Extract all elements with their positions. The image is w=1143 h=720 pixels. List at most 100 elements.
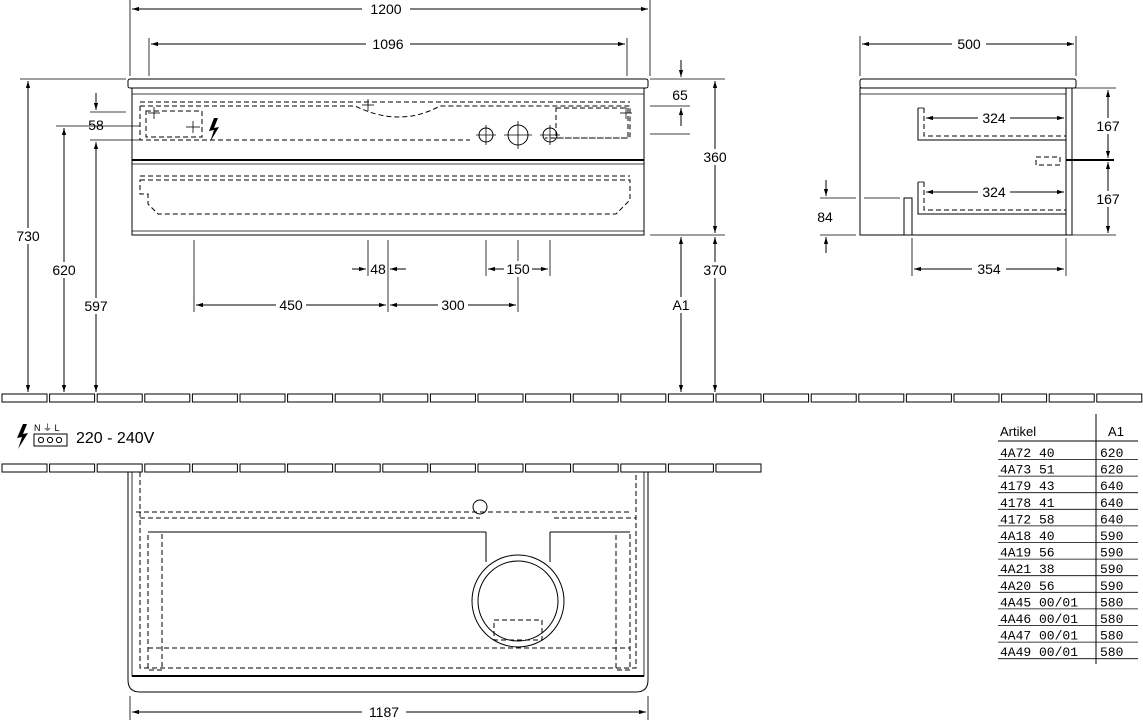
table-cell-a1: 640 [1100,496,1123,511]
floor-tile [334,393,381,403]
dim-324-bottom: 324 [982,184,1006,200]
plan-dimensions: 1187 [129,696,649,720]
floor-tile [144,393,191,403]
front-dimensions: 1200 1096 65 360 370 A1 730 620 [14,0,730,392]
siphon-cutout [471,554,565,648]
floor-tile [334,463,381,473]
floor-tile [1048,393,1095,403]
dim-730: 730 [16,228,40,244]
floor-tile [1,393,48,403]
floor-tile [1096,393,1143,403]
table-cell-article: 4A49 00/01 [1000,645,1078,660]
table-cell-a1: 620 [1100,446,1123,461]
dim-354: 354 [977,261,1001,277]
side-cabinet-body [859,87,1073,236]
dim-370: 370 [703,262,727,278]
table-cell-article: 4179 43 [1000,479,1055,494]
floor-tile [96,463,143,473]
dim-1200: 1200 [370,1,401,17]
side-view [859,78,1114,236]
floor-tile [429,393,476,403]
floor-tile [287,463,334,473]
table-cell-article: 4A19 56 [1000,546,1055,561]
countertop [127,78,649,89]
front-view [127,78,649,236]
floor-tile [572,463,619,473]
floor-tile [905,393,952,403]
table-cell-a1: 640 [1100,512,1123,527]
floor-tile [144,463,191,473]
plan-outline [127,472,649,693]
table-cell-a1: 590 [1100,529,1123,544]
floor-tile [667,463,714,473]
floor-tile [1001,393,1048,403]
floor-tile [763,393,810,403]
floor-tile [667,393,714,403]
floor-tile [525,463,572,473]
lower-drawer-interior [139,179,631,215]
table-header-article: Artikel [1000,424,1036,439]
dim-167-top: 167 [1096,118,1120,134]
table-cell-article: 4A20 56 [1000,579,1055,594]
side-countertop [859,78,1077,89]
dim-a1: A1 [672,297,689,313]
table-cell-article: 4A72 40 [1000,446,1055,461]
table-cell-a1: 580 [1100,612,1123,627]
dim-300: 300 [441,297,465,313]
table-cell-article: 4A46 00/01 [1000,612,1078,627]
floor-tile [1,463,48,473]
table-cell-a1: 590 [1100,579,1123,594]
terminal-block-icon [33,433,68,447]
plan-view [127,472,649,693]
fixing-marks [148,99,632,133]
lightning-icon [17,424,28,449]
floor-tile [239,463,286,473]
floor-tile [715,393,762,403]
floor-tile [620,393,667,403]
table-cell-article: 4178 41 [1000,496,1055,511]
floor-tile [953,393,1000,403]
siphon-holes [476,121,560,149]
floor-tiles-plan [1,463,762,473]
floor-tile [49,393,96,403]
dim-58: 58 [88,117,104,133]
dim-500: 500 [957,36,981,52]
floor-tile [239,393,286,403]
floor-tile [572,393,619,403]
table-cell-a1: 580 [1100,595,1123,610]
dim-360: 360 [703,149,727,165]
floor-tile [287,393,334,403]
drain-hole [472,499,488,515]
table-cell-a1: 590 [1100,562,1123,577]
floor-tile [96,393,143,403]
table-cell-article: 4A45 00/01 [1000,595,1078,610]
dim-450: 450 [279,297,303,313]
floor-tile [525,393,572,403]
side-dimensions: 500 324 324 167 167 84 354 [817,36,1122,277]
dim-1096: 1096 [372,36,403,52]
dim-167-bottom: 167 [1096,191,1120,207]
dim-620: 620 [52,262,76,278]
floor-tile [429,463,476,473]
table-cell-article: 4172 58 [1000,512,1055,527]
floor-tile [191,393,238,403]
dim-48: 48 [370,261,386,277]
floor-tile [620,463,667,473]
floor-tile [477,393,524,403]
table-cell-article: 4A18 40 [1000,529,1055,544]
dim-65: 65 [672,87,688,103]
power-outlet-icon [209,118,219,142]
cabinet-body [131,87,645,236]
table-cell-a1: 590 [1100,546,1123,561]
voltage-label: 220 - 240V [76,430,155,447]
dim-597: 597 [84,298,108,314]
table-cell-a1: 580 [1100,629,1123,644]
floor-tile [191,463,238,473]
table-cell-article: 4A73 51 [1000,463,1055,478]
floor-tile [382,463,429,473]
terminal-labels: N ⏚ L [34,423,60,433]
power-legend: N ⏚ L 220 - 240V [17,423,155,449]
